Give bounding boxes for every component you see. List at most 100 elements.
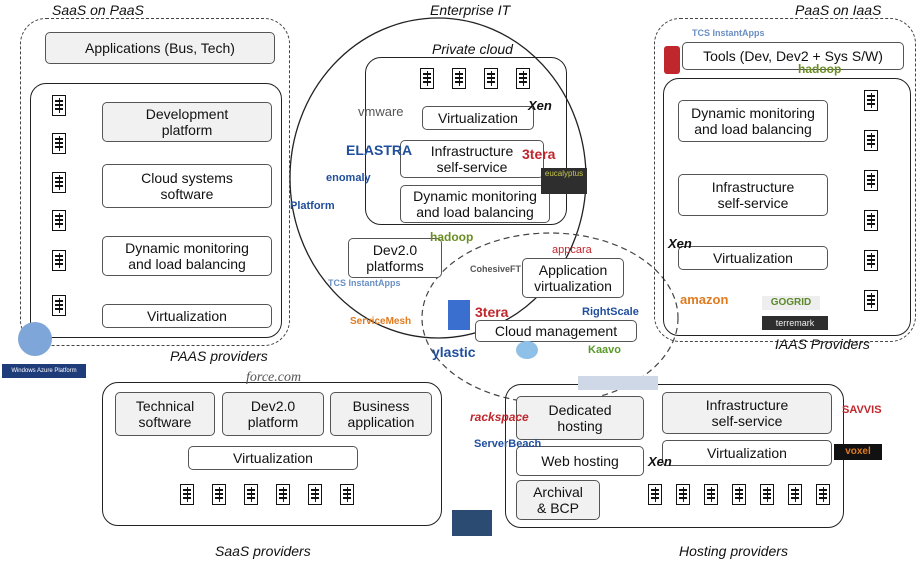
dark-bar-logo <box>578 376 658 390</box>
server-icon <box>420 68 434 89</box>
iaas-providers-label: IAAS Providers <box>775 336 870 352</box>
saas-providers-label: SaaS providers <box>215 543 311 559</box>
iaas-providers-region <box>663 78 911 336</box>
server-icon <box>180 484 194 505</box>
datacenter-logo <box>452 510 492 536</box>
azure-globe-icon <box>18 322 52 356</box>
rightscale-logo: RightScale <box>582 306 639 318</box>
xen-logo: Xen <box>528 98 552 113</box>
cloud-management-box: Cloud management <box>475 320 637 342</box>
gogrid-logo: GOGRID <box>762 296 820 310</box>
host-virtualization-box: Virtualization <box>662 440 832 466</box>
ylastic-logo: ylastic <box>432 344 476 360</box>
kaavo-logo: Kaavo <box>588 344 622 356</box>
development-platform-box: Development platform <box>102 102 272 142</box>
private-cloud-label: Private cloud <box>432 41 513 57</box>
technical-software-box: Technical software <box>115 392 215 436</box>
saas-dev2-platform-box: Dev2.0 platform <box>222 392 324 436</box>
server-icon <box>452 68 466 89</box>
pc-dev2-platforms-box: Dev2.0 platforms <box>348 238 442 278</box>
server-icon <box>516 68 530 89</box>
server-icon <box>864 90 878 111</box>
xen-logo: Xen <box>648 454 672 469</box>
server-icon <box>732 484 746 505</box>
appistry-logo <box>448 300 470 330</box>
server-icon <box>676 484 690 505</box>
enterprise-it-label: Enterprise IT <box>430 2 511 18</box>
iaas-dynamic-monitoring-box: Dynamic monitoring and load balancing <box>678 100 828 142</box>
saas-on-paas-label: SaaS on PaaS <box>52 2 144 18</box>
saas-virtualization-box: Virtualization <box>188 446 358 470</box>
iaas-infrastructure-box: Infrastructure self-service <box>678 174 828 216</box>
elastra-logo: ELASTRA <box>346 142 413 158</box>
hadoop-logo: hadoop <box>430 230 474 244</box>
pc-infrastructure-box: Infrastructure self-service <box>400 140 544 178</box>
voxel-logo-text: voxel <box>845 446 871 457</box>
server-icon <box>484 68 498 89</box>
server-icon <box>704 484 718 505</box>
server-icon <box>864 210 878 231</box>
paas-on-iaas-label: PaaS on IaaS <box>795 2 882 18</box>
private-cloud-region <box>365 57 567 225</box>
gogrid-logo-text: GOGRID <box>770 297 812 308</box>
appcara-logo: appcara <box>552 244 592 256</box>
savvis-logo: SAVVIS <box>842 404 882 416</box>
paas-virtualization-box: Virtualization <box>102 304 272 328</box>
windows-azure-logo-text: Windows Azure Platform <box>11 368 77 374</box>
terremark-logo: terremark <box>762 316 828 330</box>
voxel-logo: voxel <box>834 444 882 460</box>
servicemesh-logo: ServiceMesh <box>350 316 412 327</box>
app-virtualization-box: Application virtualization <box>522 258 624 298</box>
terremark-logo-text: terremark <box>775 318 815 328</box>
server-icon <box>864 170 878 191</box>
pc-dynamic-monitoring-box: Dynamic monitoring and load balancing <box>400 185 550 223</box>
dedicated-hosting-box: Dedicated hosting <box>516 396 644 440</box>
enomaly-logo: enomaly <box>326 172 371 184</box>
force-com-logo: force.com <box>246 370 302 385</box>
server-icon <box>244 484 258 505</box>
iaas-virtualization-box: Virtualization <box>678 246 828 270</box>
saas-on-paas-region <box>20 18 290 346</box>
cohesive-path-logo: CohesiveFT <box>470 264 522 274</box>
archival-bcp-box: Archival & BCP <box>516 480 600 520</box>
circle-icon <box>516 341 538 359</box>
3tera-logo: 3tera <box>475 304 509 320</box>
rackspace-logo: rackspace <box>470 410 529 424</box>
applications-box: Applications (Bus, Tech) <box>45 32 275 64</box>
hosting-providers-label: Hosting providers <box>679 543 788 559</box>
paas-providers-label: PAAS providers <box>170 348 268 364</box>
3tera-logo: 3tera <box>522 146 556 162</box>
vmware-logo: vmware <box>358 104 404 119</box>
platform-logo: Platform <box>290 200 335 212</box>
windows-azure-logo: Windows Azure Platform <box>2 364 86 378</box>
server-icon <box>648 484 662 505</box>
business-application-box: Business application <box>330 392 432 436</box>
server-icon <box>760 484 774 505</box>
tcs-instantapps-logo: TCS InstantApps <box>692 28 765 38</box>
paas-dynamic-monitoring-box: Dynamic monitoring and load balancing <box>102 236 272 276</box>
paas-on-iaas-region <box>654 18 916 342</box>
server-icon <box>52 133 66 154</box>
server-icon <box>864 290 878 311</box>
server-icon <box>308 484 322 505</box>
salesforce-wiki-logo <box>42 436 184 448</box>
web-hosting-box: Web hosting <box>516 446 644 476</box>
server-icon <box>52 210 66 231</box>
tools-box: Tools (Dev, Dev2 + Sys S/W) <box>682 42 904 70</box>
server-icon <box>276 484 290 505</box>
server-icon <box>864 250 878 271</box>
cloud-systems-software-box: Cloud systems software <box>102 164 272 208</box>
server-icon <box>52 95 66 116</box>
server-icon <box>788 484 802 505</box>
server-icon <box>212 484 226 505</box>
server-icon <box>52 295 66 316</box>
tcs-instantapps-logo: TCS InstantApps <box>328 278 401 288</box>
hadoop-logo: hadoop <box>798 62 842 76</box>
server-icon <box>52 250 66 271</box>
amazon-logo: amazon <box>680 292 729 307</box>
host-infrastructure-box: Infrastructure self-service <box>662 392 832 434</box>
xen-logo: Xen <box>668 236 692 251</box>
red-icon <box>664 46 680 74</box>
eucalyptus-logo-text: eucalyptus <box>544 169 584 178</box>
server-icon <box>816 484 830 505</box>
